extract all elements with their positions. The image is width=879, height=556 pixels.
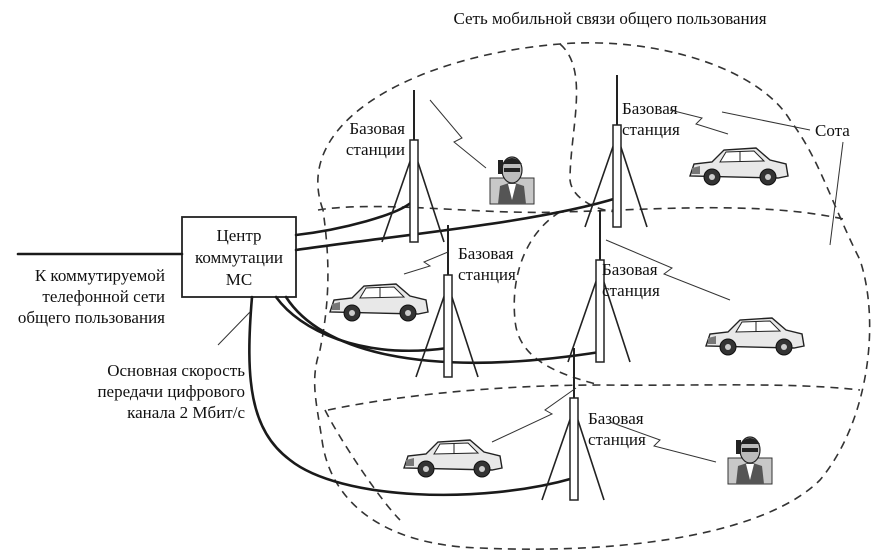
rate-label-line1: Основная скорость: [107, 361, 245, 380]
title: Сеть мобильной связи общего пользования: [453, 9, 766, 28]
msc-label-line3: МС: [226, 270, 252, 289]
base-station-2: Базовая станция: [584, 74, 789, 228]
base-station-1: Базовая станции: [346, 89, 535, 243]
link-bs2: [294, 196, 619, 252]
backhaul-links: [248, 196, 619, 497]
rate-pointer: [217, 311, 251, 346]
car-icon: [705, 317, 805, 356]
car-icon: [689, 147, 789, 186]
person-with-phone-icon: [727, 436, 773, 485]
bs4-line1: Базовая: [602, 260, 658, 279]
cell-label: Сота: [815, 121, 850, 140]
link-bs5: [248, 295, 576, 497]
base-station-3: Базовая станция: [329, 224, 516, 378]
pstn-label-line1: К коммутируемой: [35, 266, 165, 285]
msc-label-line1: Центр: [216, 226, 261, 245]
base-station-4: Базовая станция: [567, 209, 805, 363]
radio-link-icon: [669, 109, 729, 135]
bs4-line2: станция: [602, 281, 660, 300]
rate-label-line2: передачи цифрового: [97, 382, 245, 401]
msc-label-line2: коммутации: [195, 248, 283, 267]
bs5-line1: Базовая: [588, 409, 644, 428]
cell-divider-4: [327, 384, 861, 411]
outer-cell-boundary: [313, 42, 871, 550]
bs3-line1: Базовая: [458, 244, 514, 263]
link-bs4: [284, 295, 602, 364]
pstn-label-line3: общего пользования: [18, 308, 165, 327]
radio-link-icon: [605, 239, 731, 301]
bs2-line1: Базовая: [622, 99, 678, 118]
radio-link-icon: [403, 251, 449, 275]
radio-link-icon: [491, 387, 577, 443]
bs1-line2: станции: [346, 140, 405, 159]
pstn-label-line2: телефонной сети: [42, 287, 165, 306]
cell-divider-3: [513, 211, 601, 386]
antenna-mast-icon: [381, 89, 445, 243]
person-with-phone-icon: [489, 156, 535, 205]
bs3-line2: станция: [458, 265, 516, 284]
link-bs1: [294, 198, 416, 237]
msc-box: Центр коммутации МС: [181, 216, 297, 298]
cell-pointer-2: [829, 141, 844, 246]
cell-pointer-1: [721, 111, 811, 131]
car-icon: [329, 283, 429, 322]
cell-divider-5: [324, 409, 401, 521]
cell-divider-2: [317, 205, 849, 221]
rate-label-line3: канала 2 Мбит/с: [127, 403, 245, 422]
bs1-line1: Базовая: [349, 119, 405, 138]
bs2-line2: станция: [622, 120, 680, 139]
car-icon: [403, 439, 503, 478]
bs5-line2: станция: [588, 430, 646, 449]
base-station-5: Базовая станция: [403, 347, 773, 501]
cell-divider-1: [559, 43, 621, 213]
radio-link-icon: [609, 421, 717, 463]
radio-link-icon: [429, 99, 487, 169]
